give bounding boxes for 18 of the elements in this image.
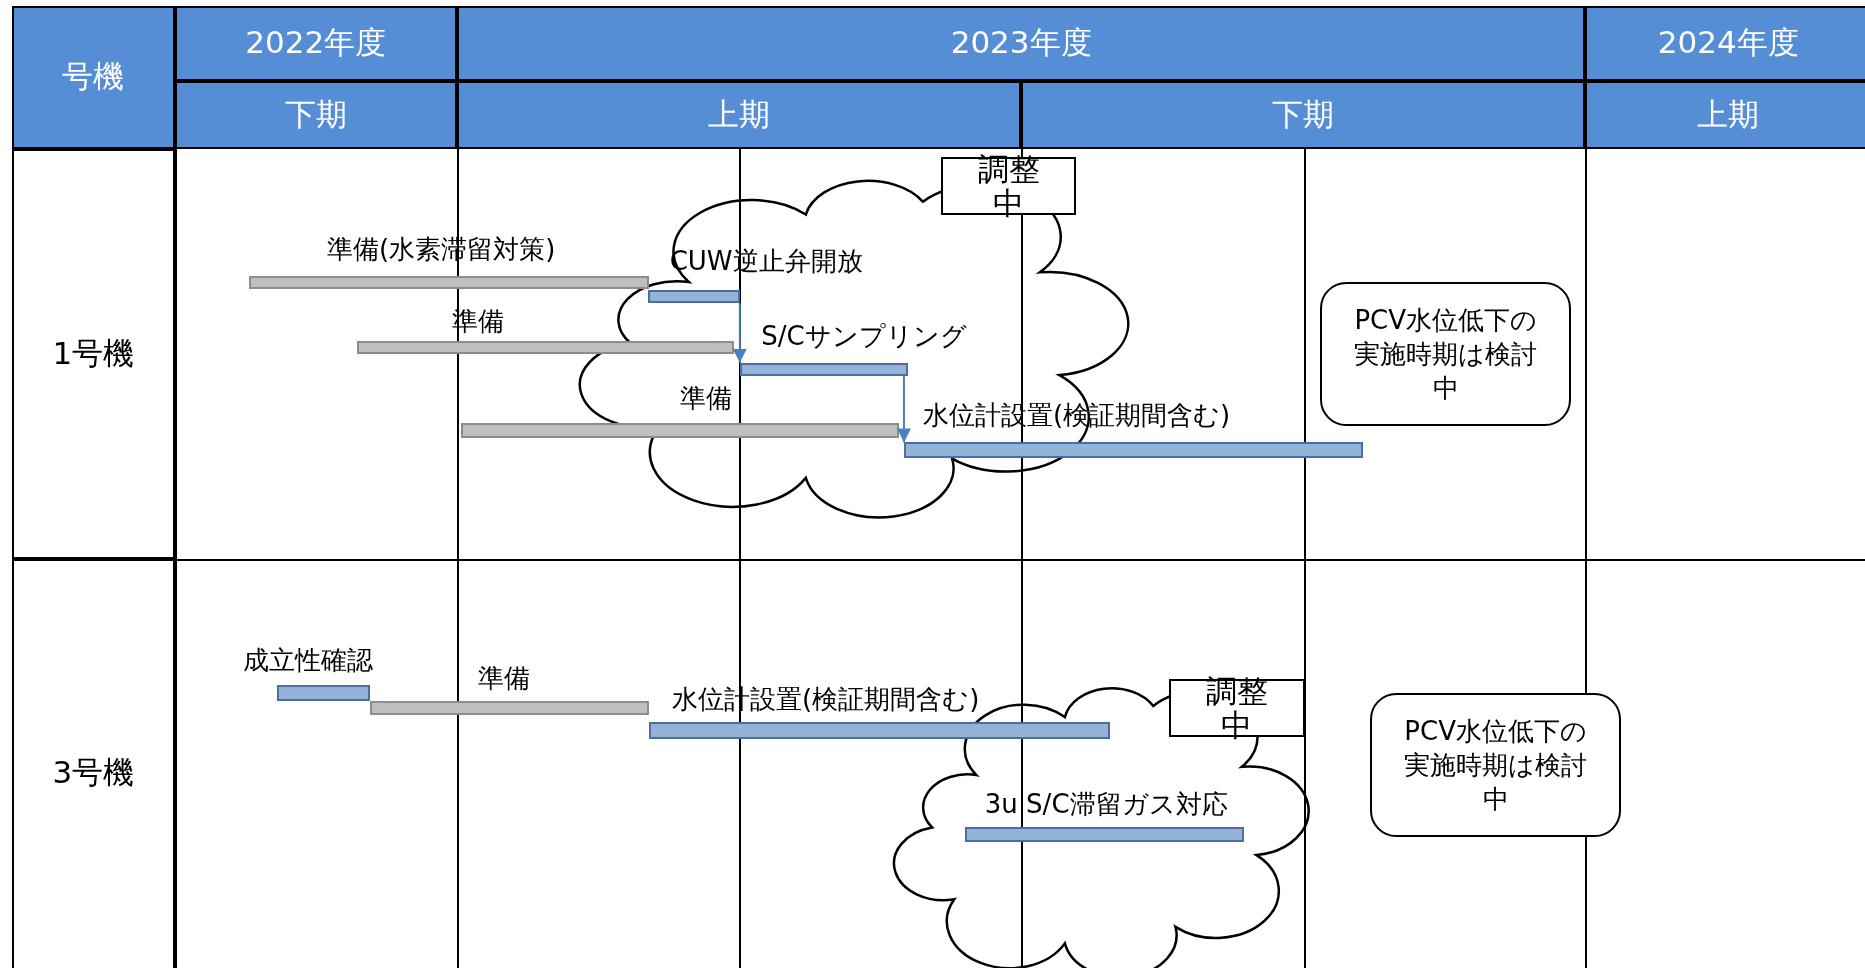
- note-box: PCV水位低下の実施時期は検討中: [1370, 693, 1622, 838]
- header-cell: 号機: [11, 5, 175, 149]
- header-cell: 2024年度: [1585, 5, 1865, 81]
- task-label: 3u S/C滞留ガス対応: [984, 788, 1228, 819]
- task-label: 準備: [680, 383, 733, 413]
- header-cell: 上期: [1585, 80, 1865, 149]
- note-box: PCV水位低下の実施時期は検討中: [1320, 281, 1572, 426]
- header-cell: 2022年度: [174, 5, 457, 81]
- arrow: [896, 374, 911, 444]
- header-cell: 上期: [456, 80, 1021, 149]
- header-cell: 下期: [174, 80, 457, 149]
- task-label: 成立性確認: [242, 644, 373, 675]
- task-label: 準備: [478, 662, 531, 693]
- task-label: S/Cサンプリング: [761, 321, 967, 352]
- row-header: 1号機: [11, 148, 175, 559]
- header-cell: 下期: [1020, 80, 1586, 149]
- arrow: [732, 302, 747, 364]
- header-cell: 2023年度: [456, 5, 1586, 81]
